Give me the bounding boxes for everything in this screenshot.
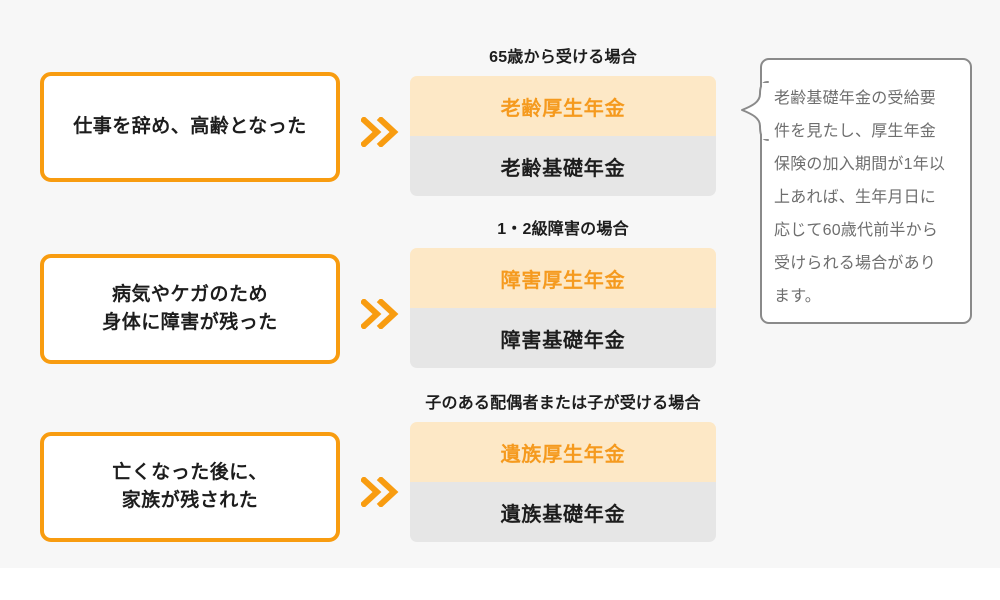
pension-column-disability: 1・2級障害の場合 障害厚生年金 障害基礎年金 [410, 222, 716, 368]
diagram-row-disability: 病気やケガのため 身体に障害が残った 1・2級障害の場合 障害厚生年金 障害基礎… [0, 222, 1000, 372]
double-chevron-right-icon [358, 112, 404, 152]
pension-card-stack: 老齢厚生年金 老齢基礎年金 [410, 76, 716, 196]
pension-card-stack: 遺族厚生年金 遺族基礎年金 [410, 422, 716, 542]
pension-card-basic: 障害基礎年金 [410, 308, 716, 368]
condition-box-old-age: 仕事を辞め、高齢となった [40, 72, 340, 182]
column-header: 子のある配偶者または子が受ける場合 [425, 395, 701, 412]
pension-card-employees: 老齢厚生年金 [410, 76, 716, 136]
pension-column-survivor: 子のある配偶者または子が受ける場合 遺族厚生年金 遺族基礎年金 [410, 396, 716, 542]
condition-label: 亡くなった後に、 家族が残された [112, 461, 268, 512]
column-header: 1・2級障害の場合 [497, 221, 629, 238]
speech-balloon-tail-icon [730, 80, 770, 141]
callout-text: 老齢基礎年金の受給要件を見たし、厚生年金保険の加入期間が1年以上あれば、生年月日… [774, 90, 946, 305]
condition-box-disability: 病気やケガのため 身体に障害が残った [40, 254, 340, 364]
footer-strip [0, 568, 1000, 600]
pension-card-employees: 遺族厚生年金 [410, 422, 716, 482]
condition-box-survivor: 亡くなった後に、 家族が残された [40, 432, 340, 542]
column-header: 65歳から受ける場合 [489, 49, 637, 66]
double-chevron-right-icon [358, 472, 404, 512]
pension-card-basic: 老齢基礎年金 [410, 136, 716, 196]
diagram-row-survivor: 亡くなった後に、 家族が残された 子のある配偶者または子が受ける場合 遺族厚生年… [0, 396, 1000, 546]
callout-balloon: 老齢基礎年金の受給要件を見たし、厚生年金保険の加入期間が1年以上あれば、生年月日… [741, 58, 972, 324]
diagram-row-old-age: 仕事を辞め、高齢となった 65歳から受ける場合 老齢厚生年金 老齢基礎年金 [0, 50, 1000, 200]
callout-body [760, 58, 972, 324]
condition-label: 仕事を辞め、高齢となった [73, 115, 307, 137]
pension-card-basic: 遺族基礎年金 [410, 482, 716, 542]
pension-card-employees: 障害厚生年金 [410, 248, 716, 308]
pension-card-stack: 障害厚生年金 障害基礎年金 [410, 248, 716, 368]
double-chevron-right-icon [358, 294, 404, 334]
pension-column-old-age: 65歳から受ける場合 老齢厚生年金 老齢基礎年金 [410, 50, 716, 196]
condition-label: 病気やケガのため 身体に障害が残った [102, 283, 278, 334]
